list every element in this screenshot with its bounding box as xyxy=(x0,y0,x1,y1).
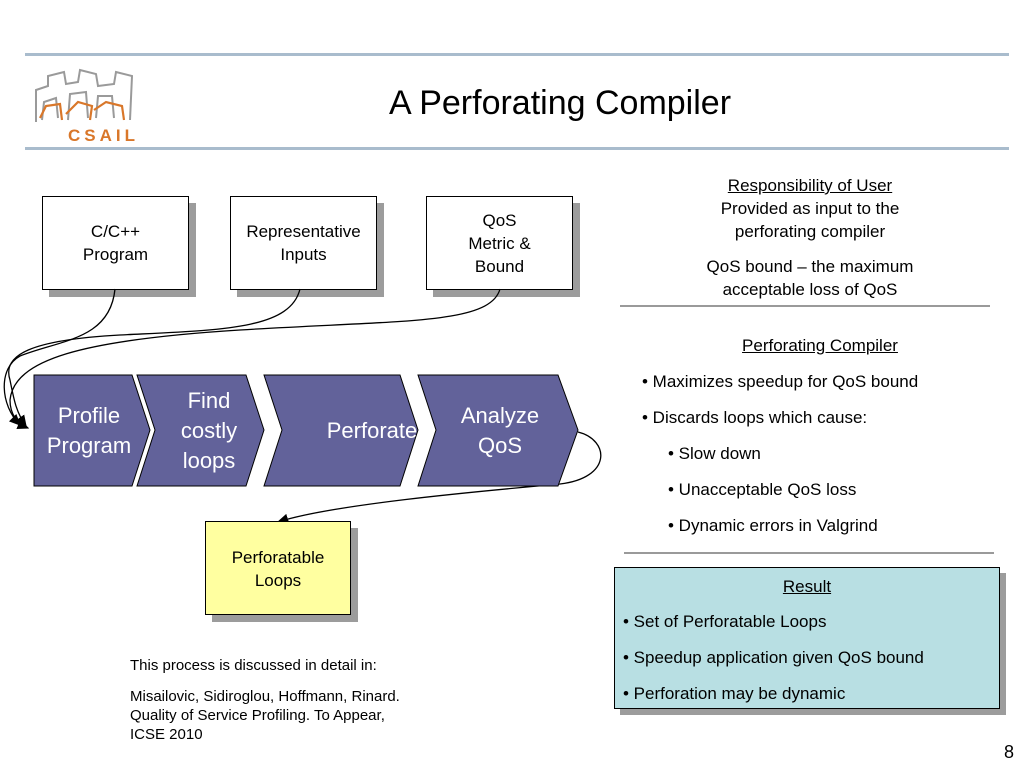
user-panel-line: acceptable loss of QoS xyxy=(722,280,898,299)
compiler-panel-heading: Perforating Compiler xyxy=(742,336,898,355)
input-program-line: C/C++ xyxy=(90,222,141,241)
header-rule-top xyxy=(25,53,1009,56)
compiler-item: • Discards loops which cause: xyxy=(642,408,868,427)
result-item: • Perforation may be dynamic xyxy=(623,684,846,703)
compiler-subitem: • Unacceptable QoS loss xyxy=(668,480,857,499)
stage-label-line: Profile xyxy=(57,402,121,428)
page-title: A Perforating Compiler xyxy=(388,84,732,122)
input-program-line: Program xyxy=(82,245,149,264)
output-label-line: Perforatable xyxy=(231,548,325,567)
user-panel: Responsibility of User Provided as input… xyxy=(650,174,970,301)
result-panel: Result • Set of Perforatable Loops • Spe… xyxy=(614,567,1000,709)
input-representative-line: Representative xyxy=(246,222,361,241)
connector-qos xyxy=(9,288,501,429)
stage-label-line: costly xyxy=(180,417,238,443)
connector-inputs xyxy=(8,288,301,428)
result-item: • Set of Perforatable Loops xyxy=(623,612,827,631)
pipeline-diagram xyxy=(3,288,602,524)
stage-find-shape xyxy=(136,374,265,487)
connector-program xyxy=(3,288,116,426)
compiler-item: • Maximizes speedup for QoS bound xyxy=(642,372,919,391)
output-box-perforatable-loops: Perforatable Loops xyxy=(205,521,351,615)
reference-intro: This process is discussed in detail in: xyxy=(130,657,377,674)
input-qos-line: Metric & xyxy=(468,233,531,253)
stage-label-line: Program xyxy=(46,432,132,458)
stage-find-costly-loops: Find costly loops xyxy=(150,375,268,486)
input-box-program: C/C++ Program xyxy=(42,196,189,290)
page-number: 8 xyxy=(1003,742,1014,762)
header-rule-bottom xyxy=(25,147,1009,150)
input-box-representative: Representative Inputs xyxy=(230,196,377,290)
stage-label-line: Find xyxy=(187,387,231,413)
output-label-line: Loops xyxy=(254,571,302,590)
divider xyxy=(624,552,994,554)
input-representative-line: Inputs xyxy=(280,245,327,264)
stage-analyze-qos: Analyze QoS xyxy=(436,375,564,486)
logo-text: CSAIL xyxy=(68,126,139,145)
divider xyxy=(620,305,990,307)
user-panel-line: Provided as input to the xyxy=(720,199,900,218)
stage-perforate-shape xyxy=(263,374,419,487)
citation-line: Quality of Service Profiling. To Appear, xyxy=(130,707,385,724)
result-heading: Result xyxy=(782,577,832,596)
stage-profile-program: Profile Program xyxy=(34,375,144,486)
user-panel-heading: Responsibility of User xyxy=(727,176,893,195)
result-item: • Speedup application given QoS bound xyxy=(623,648,924,667)
reference-citation: Misailovic, Sidiroglou, Hoffmann, Rinard… xyxy=(130,687,400,744)
citation-line: ICSE 2010 xyxy=(130,726,203,743)
compiler-subitem: • Slow down xyxy=(668,444,761,463)
stage-label-line: Analyze xyxy=(460,402,540,428)
csail-logo xyxy=(35,68,134,122)
stage-analyze-shape xyxy=(417,374,579,487)
stage-label-line: Perforate xyxy=(326,417,418,443)
stage-profile-shape xyxy=(33,374,151,487)
input-qos-line: QoS xyxy=(482,210,517,230)
citation-line: Misailovic, Sidiroglou, Hoffmann, Rinard… xyxy=(130,688,400,705)
stage-label-line: loops xyxy=(182,447,236,473)
stage-perforate: Perforate xyxy=(282,375,462,486)
user-panel-line: QoS bound – the maximum xyxy=(706,257,914,276)
compiler-subitem: • Dynamic errors in Valgrind xyxy=(668,516,878,535)
stage-label-line: QoS xyxy=(477,432,523,458)
input-qos-line: Bound xyxy=(474,256,525,276)
input-box-qos: QoS Metric & Bound xyxy=(426,196,573,290)
user-panel-line: perforating compiler xyxy=(734,222,886,241)
